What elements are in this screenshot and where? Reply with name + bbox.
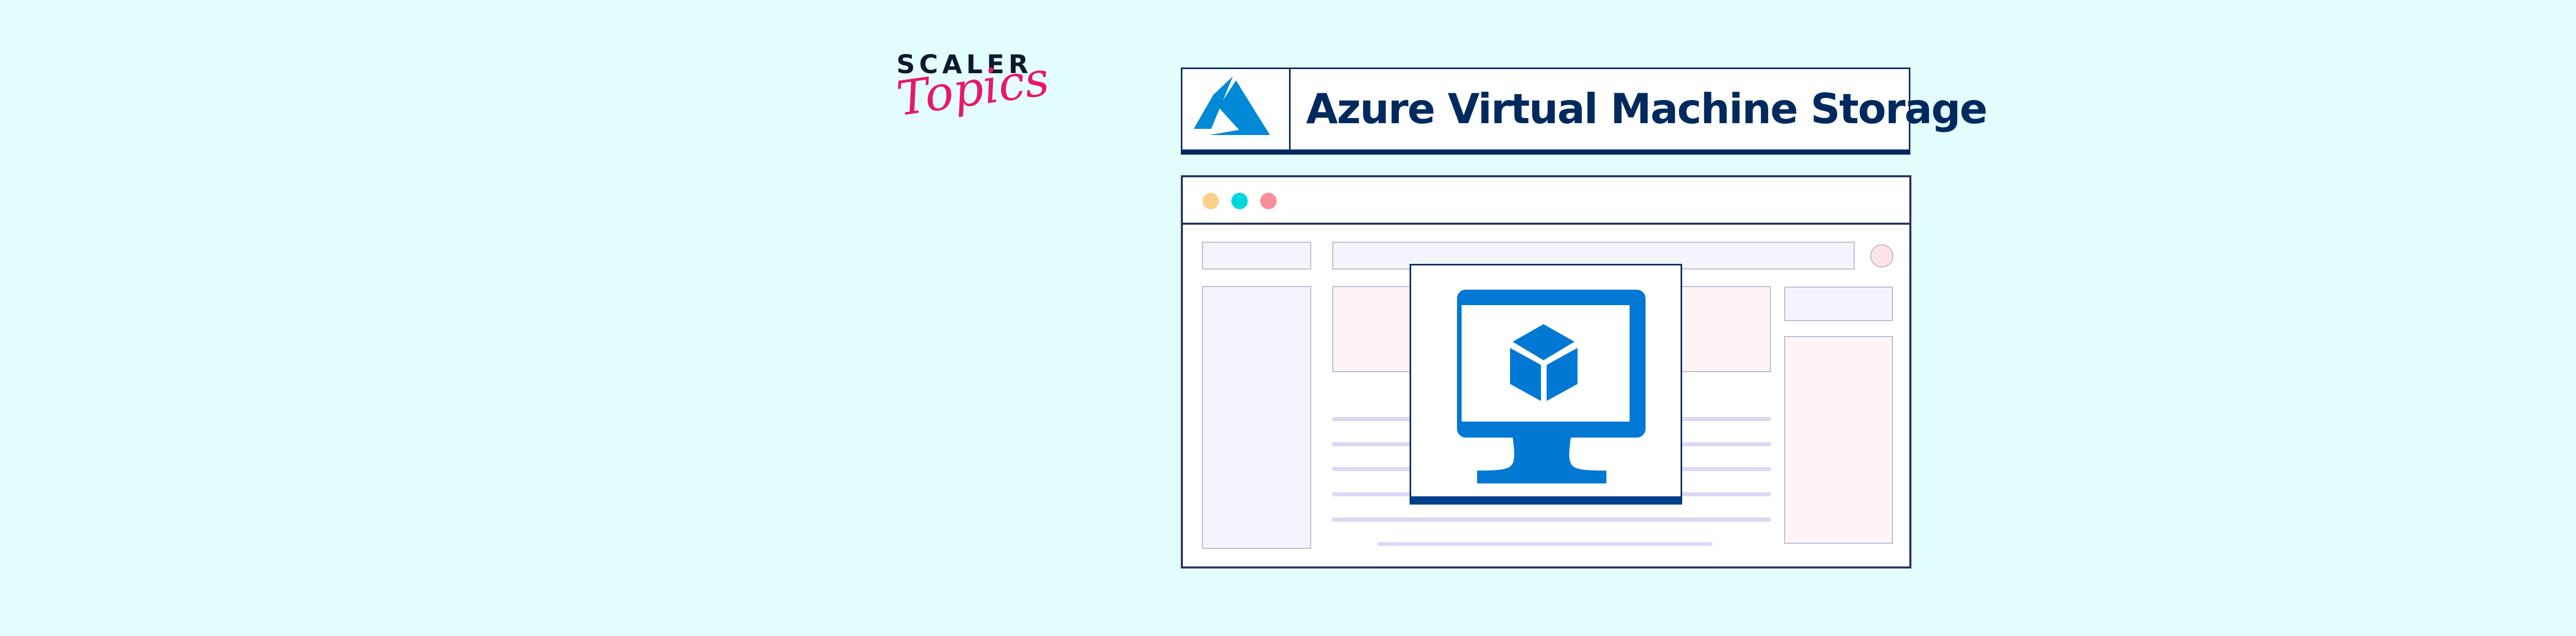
scaler-logo-text: SCALER — [896, 49, 1032, 79]
window-dot-yellow — [1202, 193, 1219, 209]
right-panel-placeholder — [1784, 336, 1893, 544]
header-divider — [1289, 69, 1291, 149]
text-line-placeholder — [1332, 517, 1771, 522]
title-banner: Azure Virtual Machine Storage — [1181, 68, 1988, 155]
sidebar-placeholder — [1202, 286, 1311, 549]
page-title: Azure Virtual Machine Storage — [1306, 85, 1988, 133]
window-titlebar — [1183, 177, 1909, 225]
window-dot-pink — [1260, 193, 1277, 209]
right-small-placeholder — [1784, 287, 1893, 321]
logo-placeholder — [1202, 242, 1311, 270]
avatar-placeholder — [1870, 244, 1893, 267]
text-line-placeholder — [1378, 542, 1713, 546]
azure-logo-icon — [1193, 76, 1270, 138]
cube-icon — [1510, 324, 1578, 401]
window-dot-teal — [1231, 193, 1248, 209]
virtual-machine-card — [1410, 264, 1682, 505]
virtual-machine-monitor-icon — [1447, 290, 1646, 483]
